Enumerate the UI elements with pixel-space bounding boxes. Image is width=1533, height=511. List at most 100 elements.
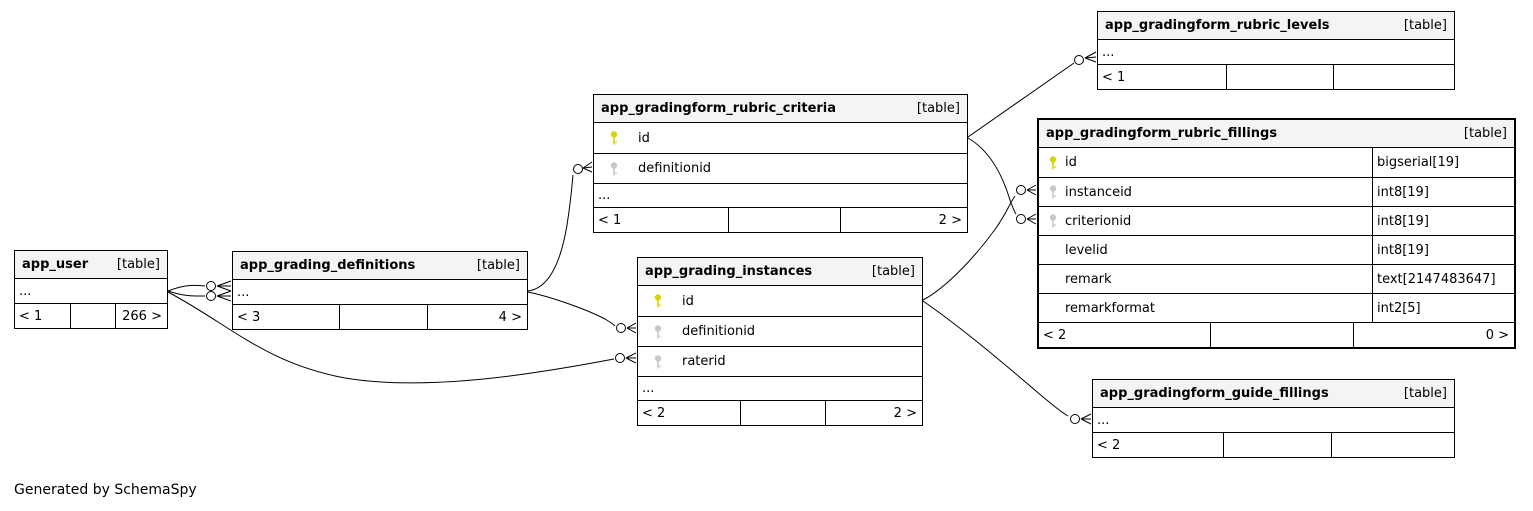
column-row-ellipsis: ... — [1093, 408, 1454, 432]
primary-key-icon — [653, 294, 663, 308]
column-row[interactable]: id bigserial[19] — [1039, 148, 1514, 177]
column-name: ... — [1102, 44, 1115, 60]
footer-children: 4 > — [427, 305, 527, 329]
primary-key-icon — [609, 131, 619, 145]
table-tag: [table] — [1403, 18, 1447, 33]
column-name: levelid — [1065, 242, 1108, 258]
table-tag: [table] — [116, 257, 160, 272]
edge-definitions-criteria-definitionid — [527, 174, 574, 292]
table-header: app_gradingform_rubric_fillings [table] — [1039, 120, 1514, 148]
footer-middle — [1222, 433, 1331, 457]
table-name: app_gradingform_rubric_criteria — [601, 101, 837, 116]
footer-parents: < 1 — [19, 308, 43, 324]
column-name: definitionid — [682, 324, 756, 339]
footer-parents: < 3 — [237, 309, 261, 325]
column-row[interactable]: remarkformat int2[5] — [1039, 293, 1514, 322]
column-type: text[2147483647] — [1372, 265, 1514, 293]
table-header: app_grading_instances [table] — [638, 258, 922, 286]
footer-children: 2 > — [825, 401, 922, 425]
crowfoot-connector — [206, 280, 232, 292]
table-app_user[interactable]: app_user [table] ... < 1 266 > — [14, 250, 168, 329]
table-tag: [table] — [1463, 126, 1507, 141]
column-row-ellipsis: ... — [1098, 40, 1454, 64]
column-name: definitionid — [638, 161, 712, 176]
foreign-key-icon — [653, 324, 663, 339]
column-type: int8[19] — [1372, 178, 1514, 206]
footer-middle — [338, 305, 427, 329]
table-name: app_gradingform_rubric_levels — [1105, 18, 1330, 33]
column-name: ... — [19, 283, 32, 299]
column-name: raterid — [682, 354, 726, 369]
foreign-key-icon — [1048, 185, 1058, 199]
primary-key-icon — [1048, 155, 1058, 170]
column-row-ellipsis: ... — [233, 280, 527, 304]
table-header: app_gradingform_rubric_levels [table] — [1098, 12, 1454, 40]
crowfoot-connector — [615, 352, 637, 364]
footer-middle — [1210, 323, 1353, 347]
edge-criteria-fillings-criterionid — [967, 137, 1017, 215]
table-app_gradingform_guide_fillings[interactable]: app_gradingform_guide_fillings [table] .… — [1092, 379, 1455, 458]
foreign-key-icon — [1048, 214, 1058, 228]
footer-parents: < 2 — [642, 405, 666, 421]
table-footer: < 2 — [1093, 432, 1454, 457]
table-header: app_grading_definitions [table] — [233, 252, 527, 280]
table-app_gradingform_rubric_levels[interactable]: app_gradingform_rubric_levels [table] ..… — [1097, 11, 1455, 90]
crowfoot-connector — [1016, 213, 1037, 225]
table-footer: < 2 2 > — [638, 400, 922, 425]
foreign-key-icon — [609, 161, 619, 176]
column-row-ellipsis: ... — [638, 376, 922, 400]
column-type: bigserial[19] — [1372, 148, 1514, 177]
column-name: id — [682, 293, 694, 309]
footer-children: 266 > — [115, 304, 167, 328]
column-row[interactable]: levelid int8[19] — [1039, 235, 1514, 264]
column-row[interactable]: definitionid — [638, 316, 922, 346]
column-name: criterionid — [1065, 213, 1132, 229]
table-tag: [table] — [476, 258, 520, 273]
crowfoot-connector — [1074, 51, 1097, 65]
foreign-key-icon — [653, 354, 663, 369]
table-header: app_user [table] — [15, 251, 167, 279]
table-footer: < 1 2 > — [594, 207, 967, 232]
column-row[interactable]: remark text[2147483647] — [1039, 264, 1514, 293]
crowfoot-connector — [1016, 184, 1037, 196]
crowfoot-connector — [206, 290, 232, 302]
footer-parents: < 2 — [1043, 327, 1067, 343]
table-app_grading_definitions[interactable]: app_grading_definitions [table] ... < 3 … — [232, 251, 528, 330]
column-type: int8[19] — [1372, 236, 1514, 264]
table-footer: < 2 0 > — [1039, 322, 1514, 347]
crowfoot-connector — [573, 161, 593, 174]
edge-user-definitions-2 — [167, 290, 206, 297]
table-tag: [table] — [871, 264, 915, 279]
table-footer: < 1 266 > — [15, 303, 167, 328]
column-name: instanceid — [1065, 184, 1132, 200]
table-name: app_grading_definitions — [240, 258, 416, 273]
column-row[interactable]: id — [638, 286, 922, 316]
table-name: app_grading_instances — [645, 264, 813, 279]
edge-user-definitions-1 — [167, 284, 206, 292]
column-name: id — [638, 130, 650, 146]
footer-children — [1332, 65, 1454, 89]
footer-parents: < 1 — [598, 212, 622, 228]
column-row[interactable]: criterionid int8[19] — [1039, 206, 1514, 235]
column-type: int2[5] — [1372, 294, 1514, 322]
column-name: ... — [237, 284, 250, 300]
footer-middle — [740, 401, 825, 425]
column-name: ... — [598, 188, 611, 203]
table-name: app_user — [22, 257, 89, 272]
footer-middle — [728, 208, 840, 232]
table-header: app_gradingform_guide_fillings [table] — [1093, 380, 1454, 408]
footer-parents: < 2 — [1097, 437, 1121, 453]
table-name: app_gradingform_guide_fillings — [1100, 386, 1329, 401]
table-tag: [table] — [916, 101, 960, 116]
table-app_grading_instances[interactable]: app_grading_instances [table] id definit… — [637, 257, 923, 426]
table-app_gradingform_rubric_fillings[interactable]: app_gradingform_rubric_fillings [table] … — [1037, 118, 1516, 349]
crowfoot-connector — [1070, 413, 1092, 425]
table-footer: < 1 — [1098, 64, 1454, 89]
column-row[interactable]: raterid — [638, 346, 922, 376]
table-app_gradingform_rubric_criteria[interactable]: app_gradingform_rubric_criteria [table] … — [593, 94, 968, 233]
column-type: int8[19] — [1372, 207, 1514, 235]
column-row[interactable]: id — [594, 123, 967, 153]
column-row[interactable]: instanceid int8[19] — [1039, 177, 1514, 206]
column-row[interactable]: definitionid — [594, 153, 967, 183]
